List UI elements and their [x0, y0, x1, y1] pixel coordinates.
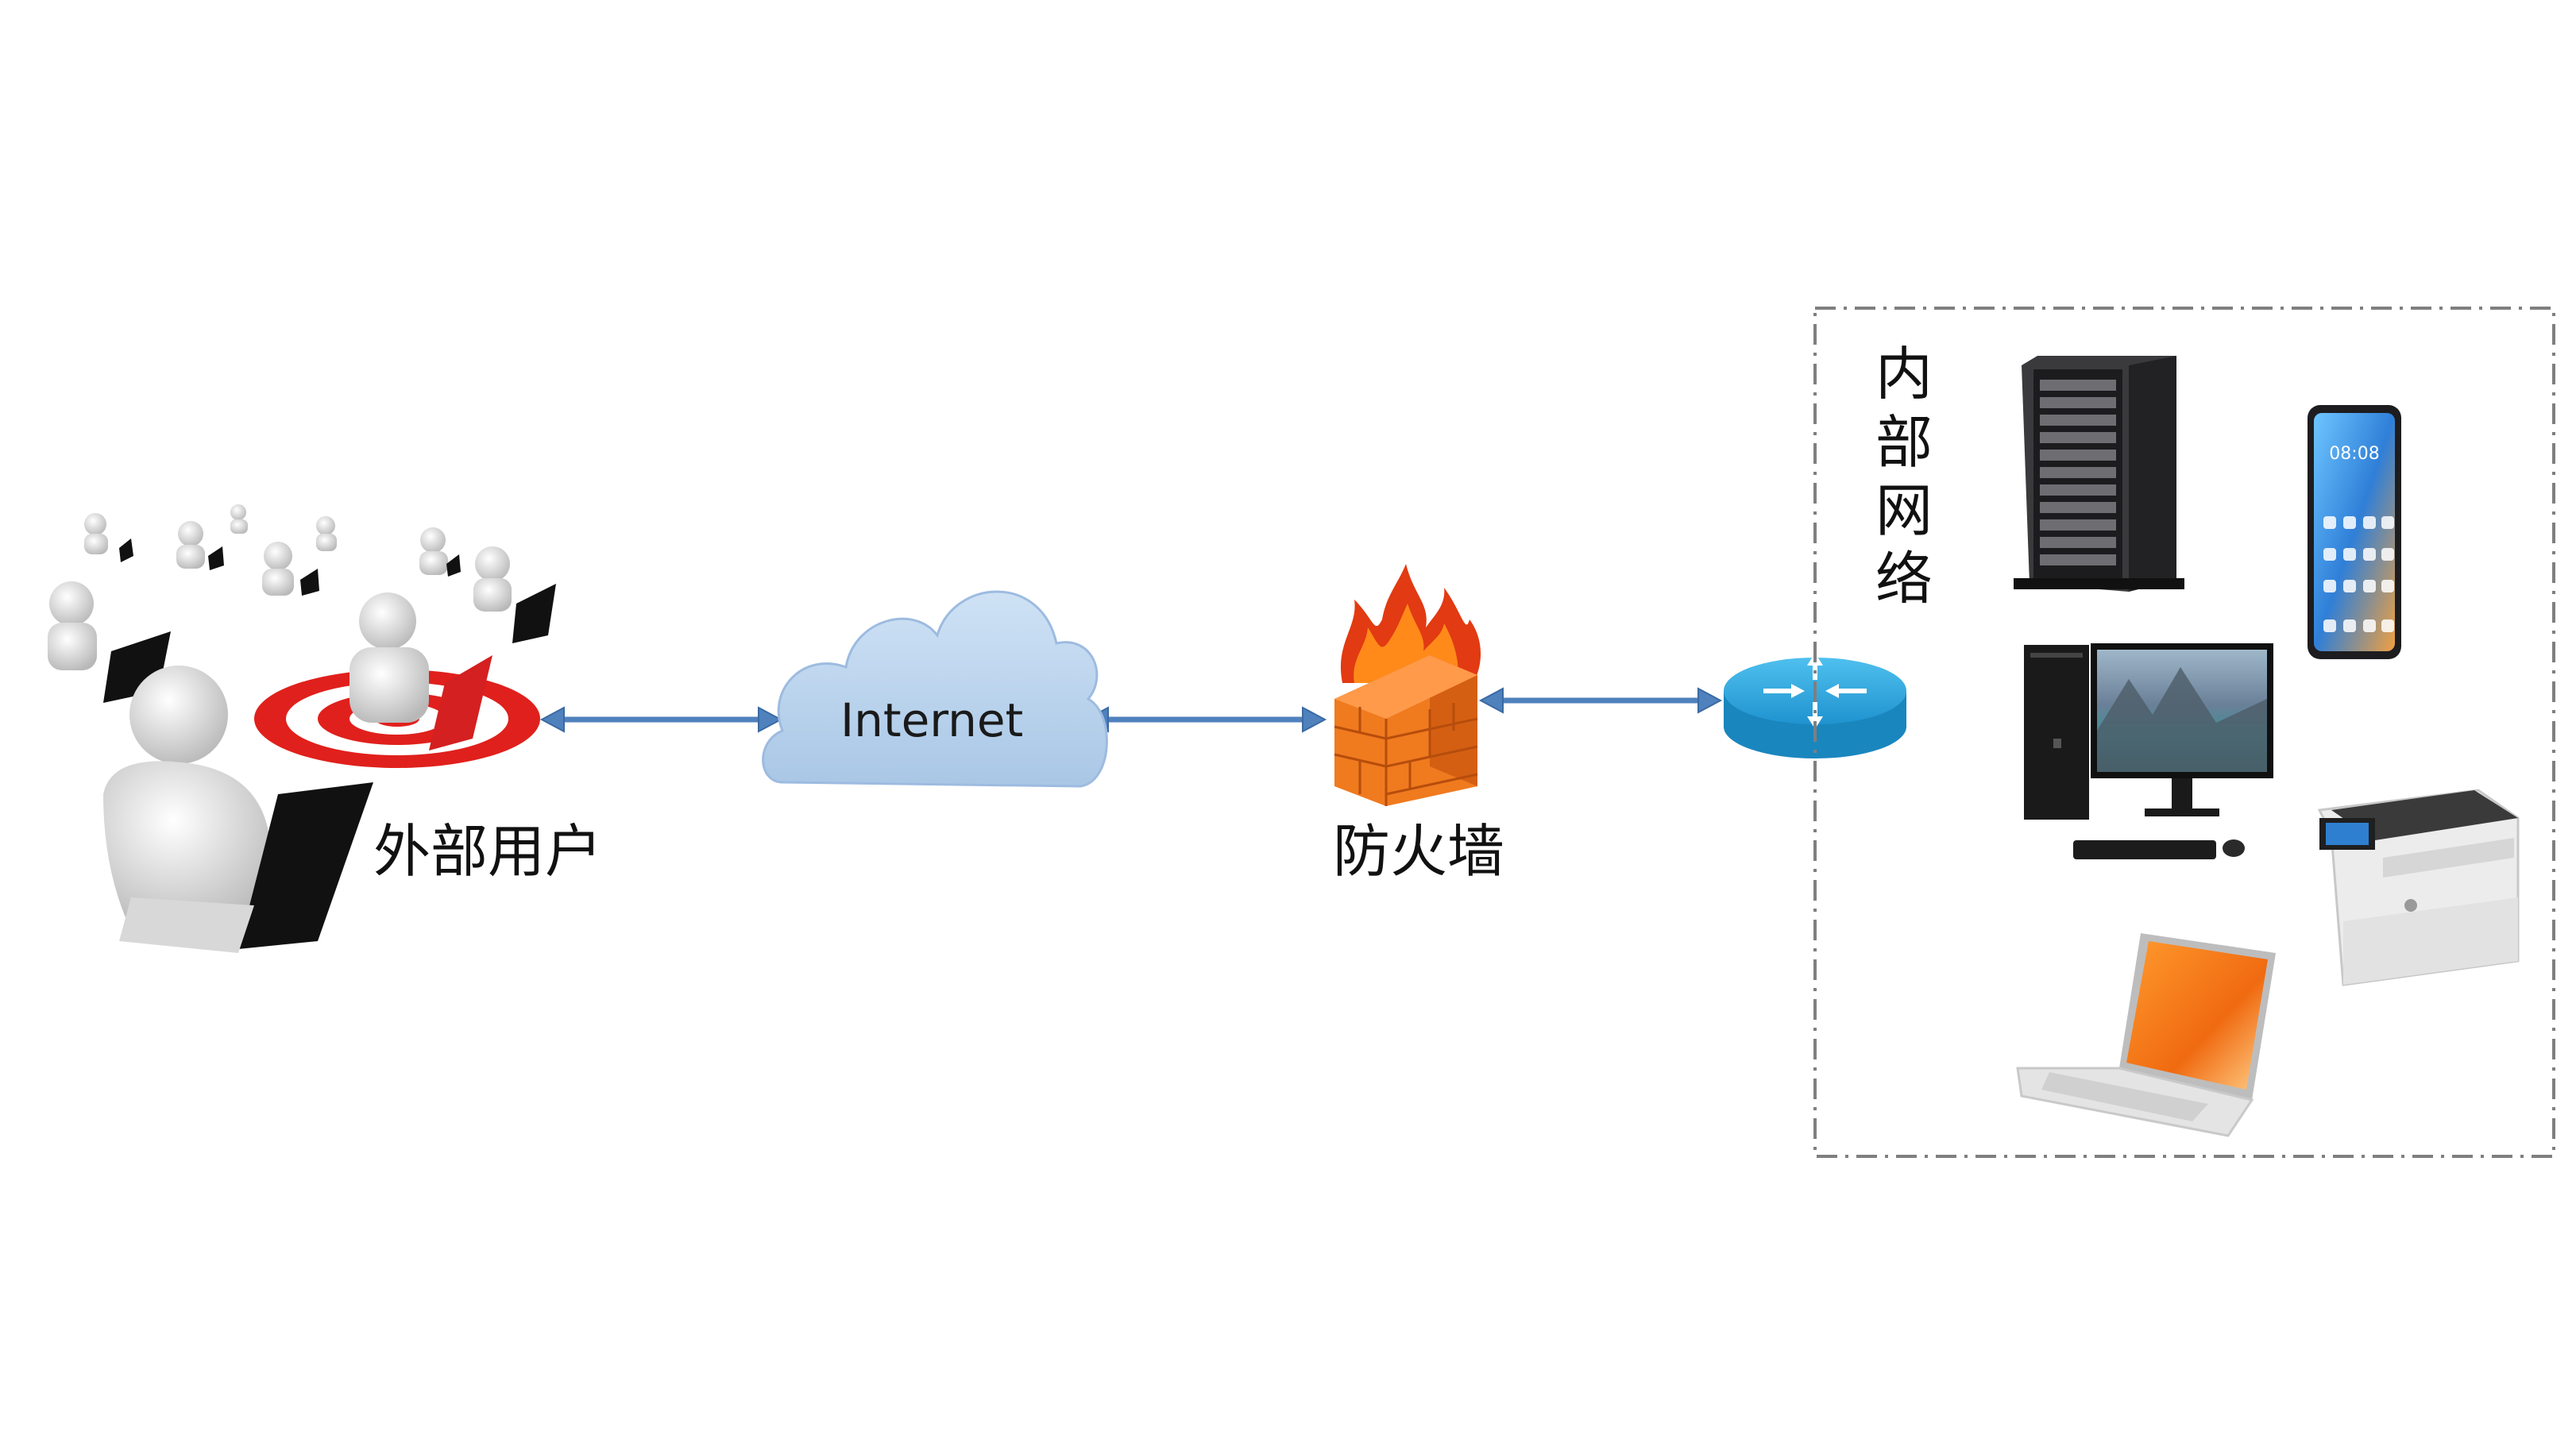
laptop-icon [2016, 933, 2276, 1137]
internal-network-boundary [1813, 307, 2555, 1158]
cloud-icon [762, 590, 1108, 788]
external-users-icon [48, 504, 556, 953]
printer-icon [2317, 789, 2520, 986]
person-figure [48, 504, 512, 670]
arrow-internet-firewall [1083, 706, 1327, 733]
external-users-label: 外部用户 [373, 818, 603, 885]
firewall-label: 防火墙 [1333, 818, 1505, 885]
server-icon [2014, 356, 2184, 592]
internet-label: Internet [840, 693, 1024, 747]
router-icon [1724, 653, 1906, 758]
internal-network-label: 内部网络 [1875, 341, 1933, 612]
person-figure [103, 666, 373, 953]
desktop-computer-icon [2024, 643, 2273, 859]
phone-clock: 08:08 [2329, 444, 2379, 464]
arrow-users-internet [539, 706, 783, 733]
person-figure [350, 592, 492, 751]
smartphone-icon: 08:08 [2308, 405, 2401, 659]
arrow-firewall-router [1478, 687, 1723, 714]
connection-arrows [539, 687, 1723, 733]
firewall-icon [1334, 564, 1481, 806]
